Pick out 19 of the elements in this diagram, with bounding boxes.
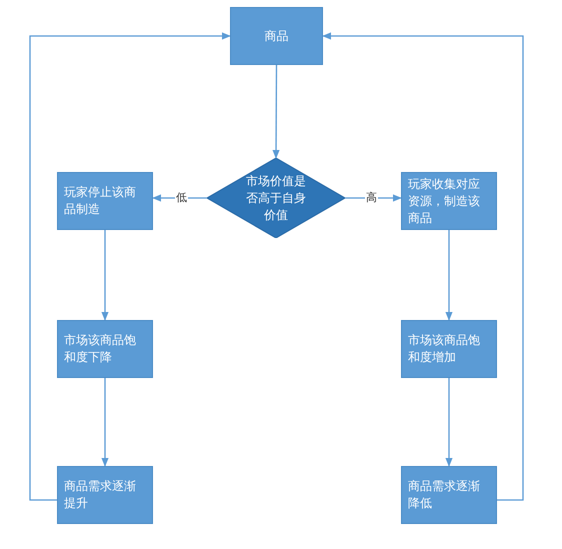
process-box: 商品	[230, 7, 323, 65]
arrow	[445, 230, 453, 321]
process-box: 市场该商品饱和度下降	[57, 320, 153, 378]
arrow	[445, 378, 453, 467]
process-box: 商品需求逐渐降低	[401, 466, 497, 524]
arrow	[152, 194, 207, 202]
edge-label: 高	[365, 191, 378, 204]
process-box: 市场该商品饱和度增加	[401, 320, 497, 378]
arrow	[322, 32, 524, 501]
arrow	[345, 194, 402, 202]
arrow	[101, 230, 109, 321]
decision-diamond: 市场价值是否高于自身价值	[207, 158, 345, 238]
process-box: 玩家收集对应资源，制造该商品	[401, 172, 497, 230]
process-box: 玩家停止该商品制造	[57, 172, 153, 230]
arrow	[101, 378, 109, 467]
arrow	[29, 32, 231, 501]
process-box: 商品需求逐渐提升	[57, 466, 153, 524]
arrow	[272, 65, 280, 159]
edge-label: 低	[175, 191, 188, 204]
